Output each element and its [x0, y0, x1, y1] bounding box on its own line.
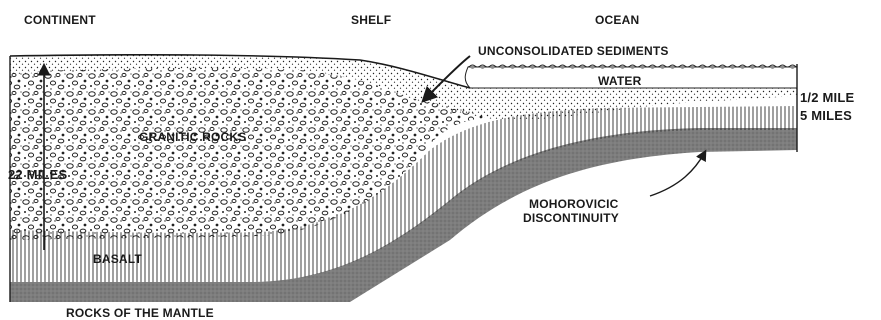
label-moho-line2: DISCONTINUITY [523, 211, 619, 225]
label-ocean: OCEAN [595, 13, 639, 27]
label-continental-depth: 22 MILES [8, 167, 68, 182]
label-sediments: UNCONSOLIDATED SEDIMENTS [478, 44, 669, 58]
label-basalt: BASALT [93, 252, 142, 266]
water-surface [468, 64, 797, 69]
label-shelf: SHELF [351, 13, 391, 27]
label-water: WATER [598, 74, 642, 88]
label-granitic: GRANITIC ROCKS [139, 130, 246, 144]
label-ocean-crust: 5 MILES [800, 108, 852, 123]
moho-pointer-arrow [650, 152, 705, 196]
label-moho-line1: MOHOROVICIC [529, 197, 619, 211]
label-mantle: ROCKS OF THE MANTLE [66, 306, 214, 320]
label-continent: CONTINENT [24, 13, 96, 27]
label-water-depth: 1/2 MILE [800, 90, 854, 105]
